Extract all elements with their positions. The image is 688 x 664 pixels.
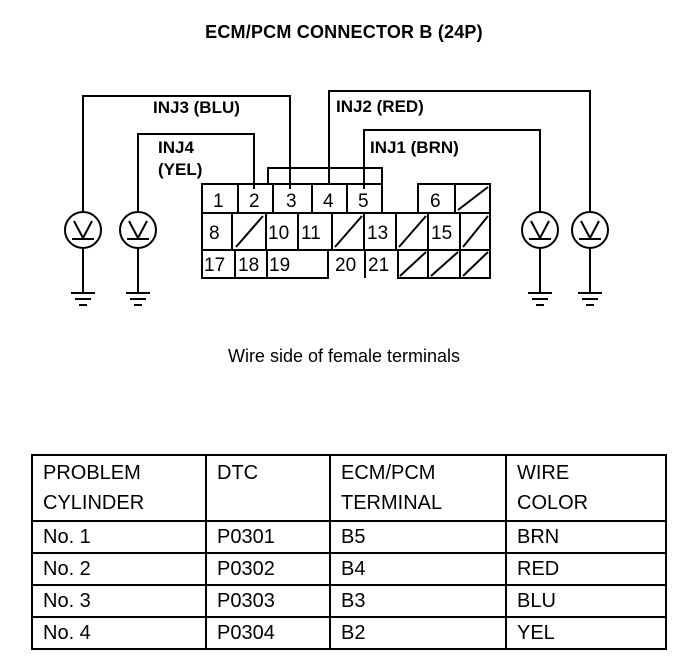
table-row: No. 3 P0303 B3 BLU [31, 584, 667, 618]
cell-color: BRN [505, 520, 667, 554]
voltmeter-icon [119, 211, 157, 293]
ground-icon [71, 292, 95, 306]
inj1-wire [363, 129, 541, 212]
voltmeter-icon [521, 211, 559, 293]
cell-dtc: P0304 [205, 616, 331, 650]
pin-label: 4 [323, 191, 334, 212]
inj4-label: INJ4 [158, 138, 194, 157]
pin-label: 3 [286, 191, 297, 212]
inj3-wire [82, 95, 291, 212]
ground-icon [528, 292, 552, 306]
pin-label: 6 [430, 191, 441, 212]
voltmeter-icon [64, 211, 102, 293]
pin-label: 10 [268, 223, 289, 244]
pin-label: 20 [335, 255, 356, 276]
ground-icon [126, 292, 150, 306]
pin-label: 2 [249, 191, 260, 212]
table-row: No. 4 P0304 B2 YEL [31, 616, 667, 650]
cell-cylinder: No. 4 [31, 616, 207, 650]
pin-numbers: 1 2 3 4 5 6 8 10 11 13 15 17 18 19 20 21 [204, 191, 452, 276]
pin-label: 15 [431, 223, 452, 244]
terminal-bridge [267, 167, 383, 184]
cell-terminal: B3 [329, 584, 507, 618]
pin-label: 5 [358, 191, 369, 212]
pin-label: 11 [301, 223, 321, 244]
cell-color: BLU [505, 584, 667, 618]
pin-label: 1 [213, 191, 224, 212]
cell-dtc: P0302 [205, 552, 331, 586]
cell-terminal: B4 [329, 552, 507, 586]
inj2-label: INJ2 (RED) [336, 97, 424, 116]
cell-terminal: B5 [329, 520, 507, 554]
inj2-wire [328, 90, 591, 212]
cell-cylinder: No. 3 [31, 584, 207, 618]
voltmeter-icon [571, 211, 609, 293]
pin-label: 13 [367, 223, 388, 244]
pin-label: 19 [269, 255, 290, 276]
table-row: No. 2 P0302 B4 RED [31, 552, 667, 586]
cell-dtc: P0301 [205, 520, 331, 554]
table-row: No. 1 P0301 B5 BRN [31, 520, 667, 554]
connector-diagram: 1 2 3 4 5 6 8 10 11 13 15 17 18 19 20 21… [64, 90, 609, 306]
diagram-title: ECM/PCM CONNECTOR B (24P) [205, 22, 483, 42]
cell-color: YEL [505, 616, 667, 650]
cell-cylinder: No. 1 [31, 520, 207, 554]
pin-label: 21 [368, 255, 389, 276]
cell-color: RED [505, 552, 667, 586]
ground-icon [578, 292, 602, 306]
pin-label: 17 [204, 255, 225, 276]
cell-dtc: P0303 [205, 584, 331, 618]
pin-label: 8 [209, 223, 220, 244]
connector-body [201, 183, 491, 279]
cell-cylinder: No. 2 [31, 552, 207, 586]
pin-label: 18 [238, 255, 259, 276]
cell-terminal: B2 [329, 616, 507, 650]
inj4-wire [137, 133, 255, 212]
inj4-label-color: (YEL) [158, 160, 202, 179]
inj3-label: INJ3 (BLU) [153, 98, 240, 117]
header-dtc: DTC [205, 454, 331, 522]
caption: Wire side of female terminals [227, 346, 461, 366]
inj1-label: INJ1 (BRN) [370, 138, 459, 157]
